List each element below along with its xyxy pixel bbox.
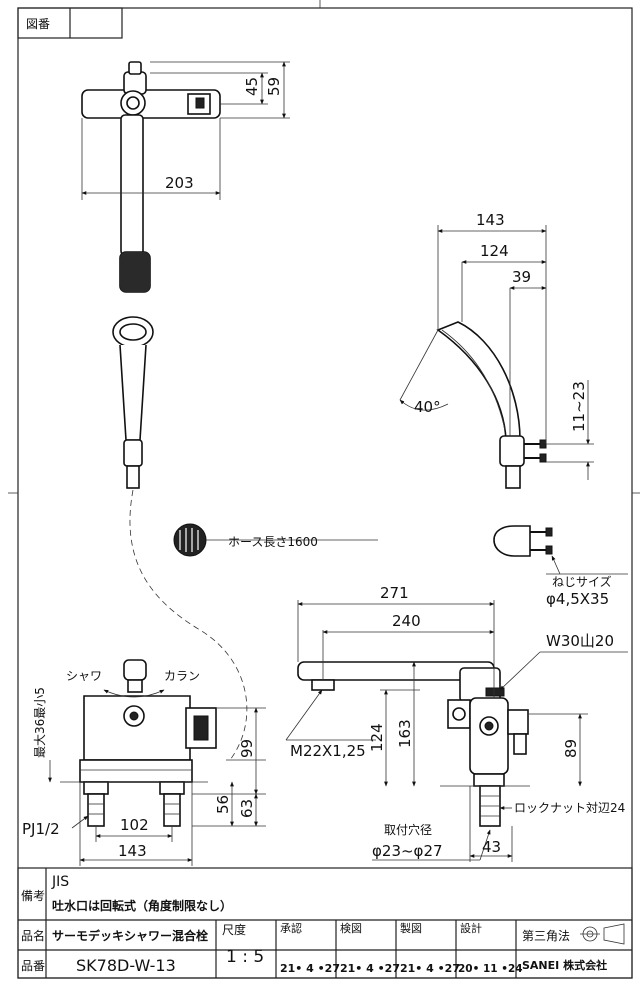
scale-value: 1 : 5 xyxy=(226,947,264,967)
dim-56: 56 xyxy=(214,795,232,814)
biko-label: 備考 xyxy=(21,888,45,903)
projection-label: 第三角法 xyxy=(522,929,570,943)
hand-shower-front xyxy=(112,316,154,489)
dim-99: 99 xyxy=(238,739,256,758)
side-view-mixer xyxy=(297,661,529,827)
angle-40: 40° xyxy=(414,398,441,416)
hole-label: 取付穴径 xyxy=(384,822,432,837)
dim-59: 59 xyxy=(265,77,283,96)
screw-size: φ4,5X35 xyxy=(546,590,609,608)
dim-143-top: 143 xyxy=(476,211,505,229)
draw-date: 21• 4 •27 xyxy=(400,962,460,975)
approve-label: 承認 xyxy=(280,921,302,935)
dim-39: 39 xyxy=(512,268,531,286)
dim-102: 102 xyxy=(120,816,149,834)
dim-163: 163 xyxy=(396,719,414,748)
dim-124-top: 124 xyxy=(480,242,509,260)
dim-271: 271 xyxy=(380,584,409,602)
front-view-mixer xyxy=(79,659,217,827)
drawing-number-label: 図番 xyxy=(26,17,50,31)
hinmei-label: 品名 xyxy=(21,928,45,943)
product-number: SK78D-W-13 xyxy=(76,956,176,975)
dim-w30: W30山20 xyxy=(546,632,614,650)
product-name: サーモデッキシャワー混合栓 xyxy=(52,928,208,943)
dim-m22: M22X1,25 xyxy=(290,742,366,760)
label-max-min: 最大36最小5 xyxy=(33,687,47,758)
dim-63: 63 xyxy=(238,799,256,818)
dim-124-side: 124 xyxy=(368,723,386,752)
approve-date: 21• 4 •27 xyxy=(280,962,340,975)
hole-size: φ23~φ27 xyxy=(372,842,443,860)
check-label: 検図 xyxy=(340,921,362,935)
label-faucet: カラン xyxy=(164,669,200,683)
dim-11-23: 11~23 xyxy=(570,381,588,432)
biko-note: 吐水口は回転式（角度制限なし） xyxy=(52,898,232,913)
dim-240: 240 xyxy=(392,612,421,630)
check-date: 21• 4 •27 xyxy=(340,962,400,975)
hose-line xyxy=(129,489,248,761)
draw-label: 製図 xyxy=(400,921,422,935)
dim-43: 43 xyxy=(482,838,501,856)
dim-45: 45 xyxy=(243,77,261,96)
locknut-label: ロックナット対辺24 xyxy=(514,801,625,815)
design-date: 20• 11 •24 xyxy=(458,963,523,975)
shower-holder xyxy=(493,525,553,557)
hose-length: ホース長さ1600 xyxy=(228,535,318,549)
label-pj: PJ1/2 xyxy=(22,820,60,838)
sheet-border xyxy=(17,7,633,979)
dim-203: 203 xyxy=(165,174,194,192)
biko-jis: JIS xyxy=(51,874,69,890)
dim-89: 89 xyxy=(562,739,580,758)
third-angle-projection-icon xyxy=(580,923,625,945)
hose-section-icon xyxy=(173,523,207,557)
screw-label: ねじサイズ xyxy=(552,574,612,589)
hinban-label: 品番 xyxy=(21,959,45,973)
scale-label: 尺度 xyxy=(222,922,246,937)
design-label: 設計 xyxy=(460,921,482,935)
company-name: SANEI 株式会社 xyxy=(522,958,607,972)
hand-shower-side xyxy=(436,321,547,489)
title-block xyxy=(17,867,633,979)
dim-143-front: 143 xyxy=(118,842,147,860)
label-shower: シャワ xyxy=(66,669,102,683)
top-view-mixer xyxy=(81,61,221,293)
